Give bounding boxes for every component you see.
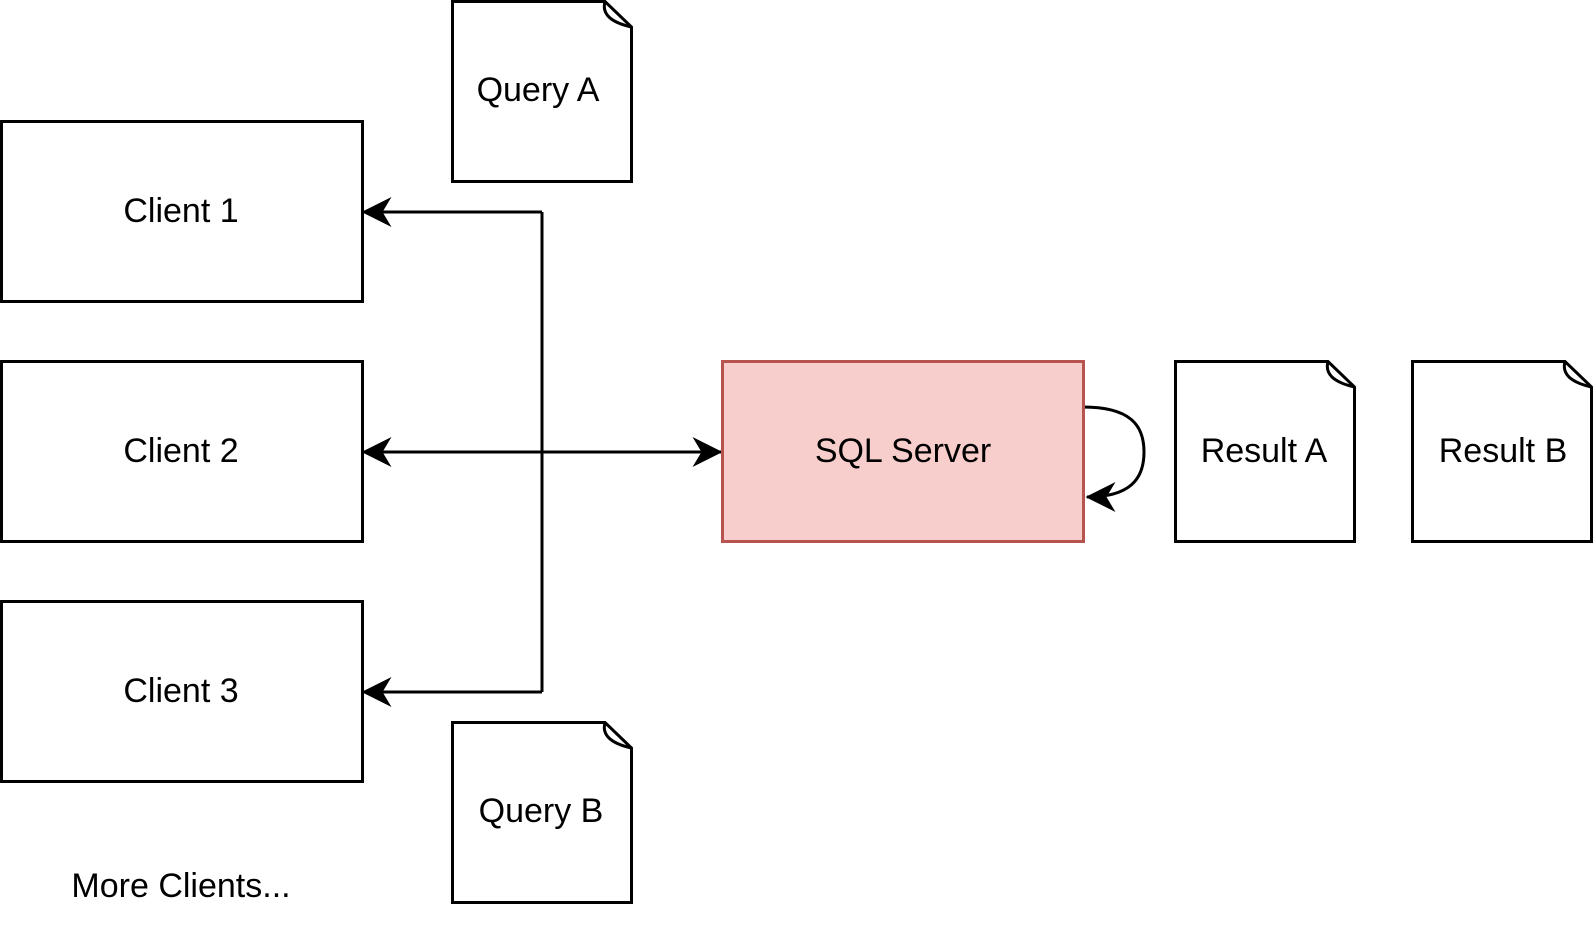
- sql-server-self-loop-arrow: [1082, 405, 1146, 512]
- client-box-3: Client 3: [0, 600, 364, 783]
- more-clients-label: More Clients...: [71, 867, 290, 905]
- document-fold-icon: [1562, 361, 1592, 389]
- query-document-b: Query B: [451, 721, 633, 904]
- result-document-a: Result A: [1174, 360, 1356, 543]
- document-fold-icon: [602, 722, 632, 750]
- document-fold-icon: [1325, 361, 1355, 389]
- query-label: Query B: [479, 792, 604, 830]
- document-fold-icon: [602, 1, 632, 29]
- client-label: Client 2: [123, 432, 238, 470]
- document-icon: [1411, 360, 1593, 543]
- sql-server-rect: [721, 360, 1085, 543]
- document-icon: [451, 721, 633, 904]
- client-box-2: Client 2: [0, 360, 364, 543]
- query-document-a: Query A: [451, 0, 633, 183]
- result-document-b: Result B: [1411, 360, 1593, 543]
- client-label: Client 1: [123, 192, 238, 230]
- document-icon: [1174, 360, 1356, 543]
- sql-server-label: SQL Server: [815, 432, 991, 470]
- document-icon: [451, 0, 633, 183]
- connectors: [361, 197, 1146, 707]
- client-label: Client 3: [123, 672, 238, 710]
- sql-server-box: SQL Server: [721, 360, 1085, 543]
- query-label: Query A: [477, 71, 600, 109]
- result-label: Result B: [1439, 432, 1568, 470]
- result-label: Result A: [1201, 432, 1328, 470]
- client-box-1: Client 1: [0, 120, 364, 303]
